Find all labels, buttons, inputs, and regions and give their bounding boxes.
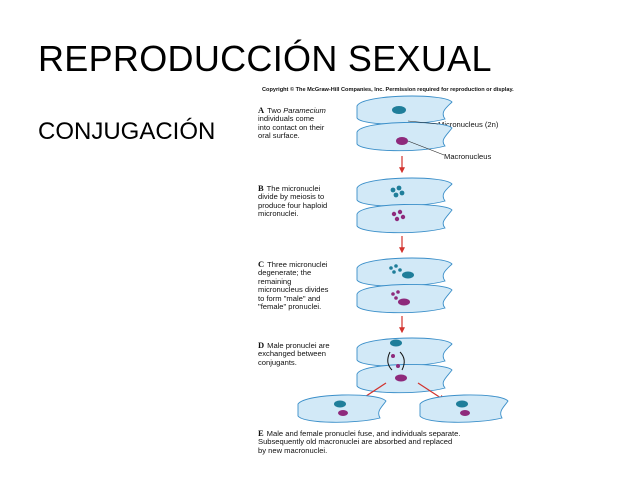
stage-c-pronucleus-5 xyxy=(391,292,395,296)
step-e-line-3: by new macronuclei. xyxy=(258,445,328,455)
stage-c-pronucleus-2 xyxy=(394,264,398,268)
stage-e-cells xyxy=(297,394,509,423)
step-c-line-5: to form "male" and xyxy=(258,293,321,303)
stage-a-micronucleus xyxy=(392,106,406,114)
step-b-line-1: The micronuclei xyxy=(266,184,321,193)
stage-e-left-macronucleus xyxy=(338,410,348,416)
step-c-line-3: remaining xyxy=(258,276,292,286)
step-e-line-1: Male and female pronuclei fuse, and indi… xyxy=(266,429,461,438)
macronucleus-label: Macronucleus xyxy=(444,152,492,161)
stage-d-bottom-macronucleus xyxy=(395,374,407,382)
step-d-letter: D xyxy=(258,340,265,350)
step-b-line-4: micronuclei. xyxy=(258,209,299,219)
step-a-line-4: oral surface. xyxy=(258,131,300,141)
step-a-letter: A xyxy=(258,105,265,115)
step-e-line-2: Subsequently old macronuclei are absorbe… xyxy=(258,437,453,447)
stage-c-pronucleus-1 xyxy=(389,266,393,270)
micronucleus-leader-line xyxy=(407,120,439,125)
copyright-notice: Copyright © The McGraw-Hill Companies, I… xyxy=(262,87,514,93)
step-b-line-2: divide by meiosis to xyxy=(258,192,325,202)
stage-c-cells xyxy=(356,257,453,314)
stage-b-micronucleus-2 xyxy=(396,185,402,191)
slide-subtitle: CONJUGACIÓN xyxy=(38,118,216,145)
stage-e-right-micronucleus xyxy=(456,400,468,408)
step-a-line-3: into contact on their xyxy=(258,122,325,132)
stage-a-macronucleus xyxy=(396,137,408,145)
stage-e-left-micronucleus xyxy=(334,400,346,408)
stage-d-pronucleus-top xyxy=(391,354,395,358)
step-b-letter: B xyxy=(258,183,264,193)
step-e-letter: E xyxy=(258,428,264,438)
stage-b-cells xyxy=(356,177,453,234)
stage-e-right-macronucleus xyxy=(460,410,470,416)
stage-b-micronucleus-5 xyxy=(391,211,397,217)
step-c-line-6: "female" pronuclei. xyxy=(258,302,322,312)
stage-c-bottom-macronucleus xyxy=(398,298,410,306)
stage-c-pronucleus-6 xyxy=(396,290,400,294)
step-d-line-2: exchanged between xyxy=(258,349,326,359)
stage-b-micronucleus-1 xyxy=(390,187,396,193)
step-a-line-2: individuals come xyxy=(258,114,315,124)
step-a-line-1: Two Paramecium xyxy=(267,106,326,115)
step-c-line-1: Three micronuclei xyxy=(267,260,328,269)
stage-b-micronucleus-6 xyxy=(397,209,403,215)
stage-c-top-cell xyxy=(356,257,453,287)
stage-d-top-micronucleus xyxy=(390,339,402,347)
stage-a-cells xyxy=(356,95,453,156)
stage-e-left-cell xyxy=(297,394,387,423)
stage-b-micronucleus-3 xyxy=(393,192,399,198)
slide-title: REPRODUCCIÓN SEXUAL xyxy=(38,38,492,79)
stage-c-pronucleus-7 xyxy=(394,296,398,300)
exchange-arrow-up xyxy=(399,351,405,371)
step-b-line-3: produce four haploid xyxy=(258,200,328,210)
step-c-line-4: micronucleus divides xyxy=(258,285,329,295)
step-c-letter: C xyxy=(258,259,265,269)
stage-c-top-macronucleus xyxy=(402,271,414,279)
stage-d-cells xyxy=(356,337,453,394)
stage-c-pronucleus-4 xyxy=(398,268,402,272)
step-c-line-2: degenerate; the xyxy=(258,268,312,278)
stage-b-top-cell xyxy=(356,177,453,207)
stage-c-pronucleus-3 xyxy=(392,270,396,274)
micronucleus-label: Micronucleus (2n) xyxy=(438,120,499,129)
stage-a-bottom-cell xyxy=(356,121,453,152)
macronucleus-leader-line xyxy=(407,140,445,156)
step-d-line-1: Male pronuclei are xyxy=(267,341,330,350)
stage-b-micronucleus-7 xyxy=(394,216,400,222)
stage-d-pronucleus-bottom xyxy=(396,364,400,368)
stage-e-right-cell xyxy=(419,394,509,423)
step-d-line-3: conjugants. xyxy=(258,357,297,367)
stage-b-micronucleus-4 xyxy=(399,190,405,196)
stage-b-micronucleus-8 xyxy=(400,214,406,220)
exchange-arrow-down xyxy=(387,351,393,371)
